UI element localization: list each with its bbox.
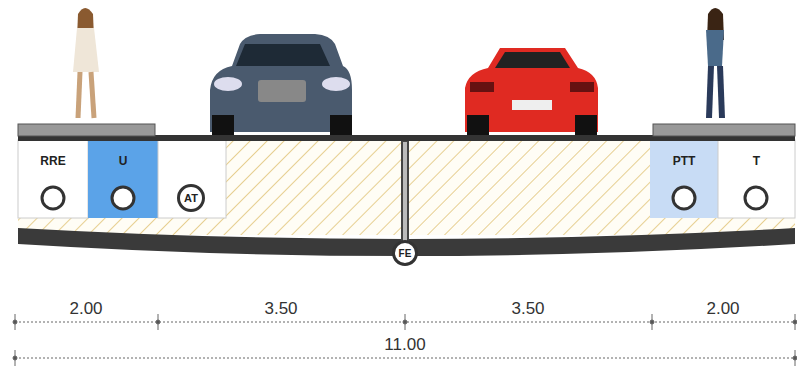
dimension-label: 11.00: [382, 335, 427, 355]
dimension-label: 3.50: [262, 299, 299, 319]
node-label: AT: [184, 192, 198, 204]
dimension-label: 3.50: [509, 299, 546, 319]
node-label: PTT: [650, 154, 718, 168]
node-label: T: [718, 154, 795, 168]
rre-cell: RRE: [18, 148, 88, 182]
at-circle: AT: [177, 184, 205, 212]
ptt-cell: PTT: [650, 148, 718, 182]
node-label: FE: [399, 248, 412, 259]
dimension-label: 2.00: [67, 299, 104, 319]
u-cell: U: [88, 148, 158, 182]
dimension-label: 2.00: [704, 299, 741, 319]
t-cell: T: [718, 148, 795, 182]
node-label: U: [88, 154, 158, 168]
node-label: RRE: [18, 154, 88, 168]
fe-circle: FE: [392, 240, 418, 266]
